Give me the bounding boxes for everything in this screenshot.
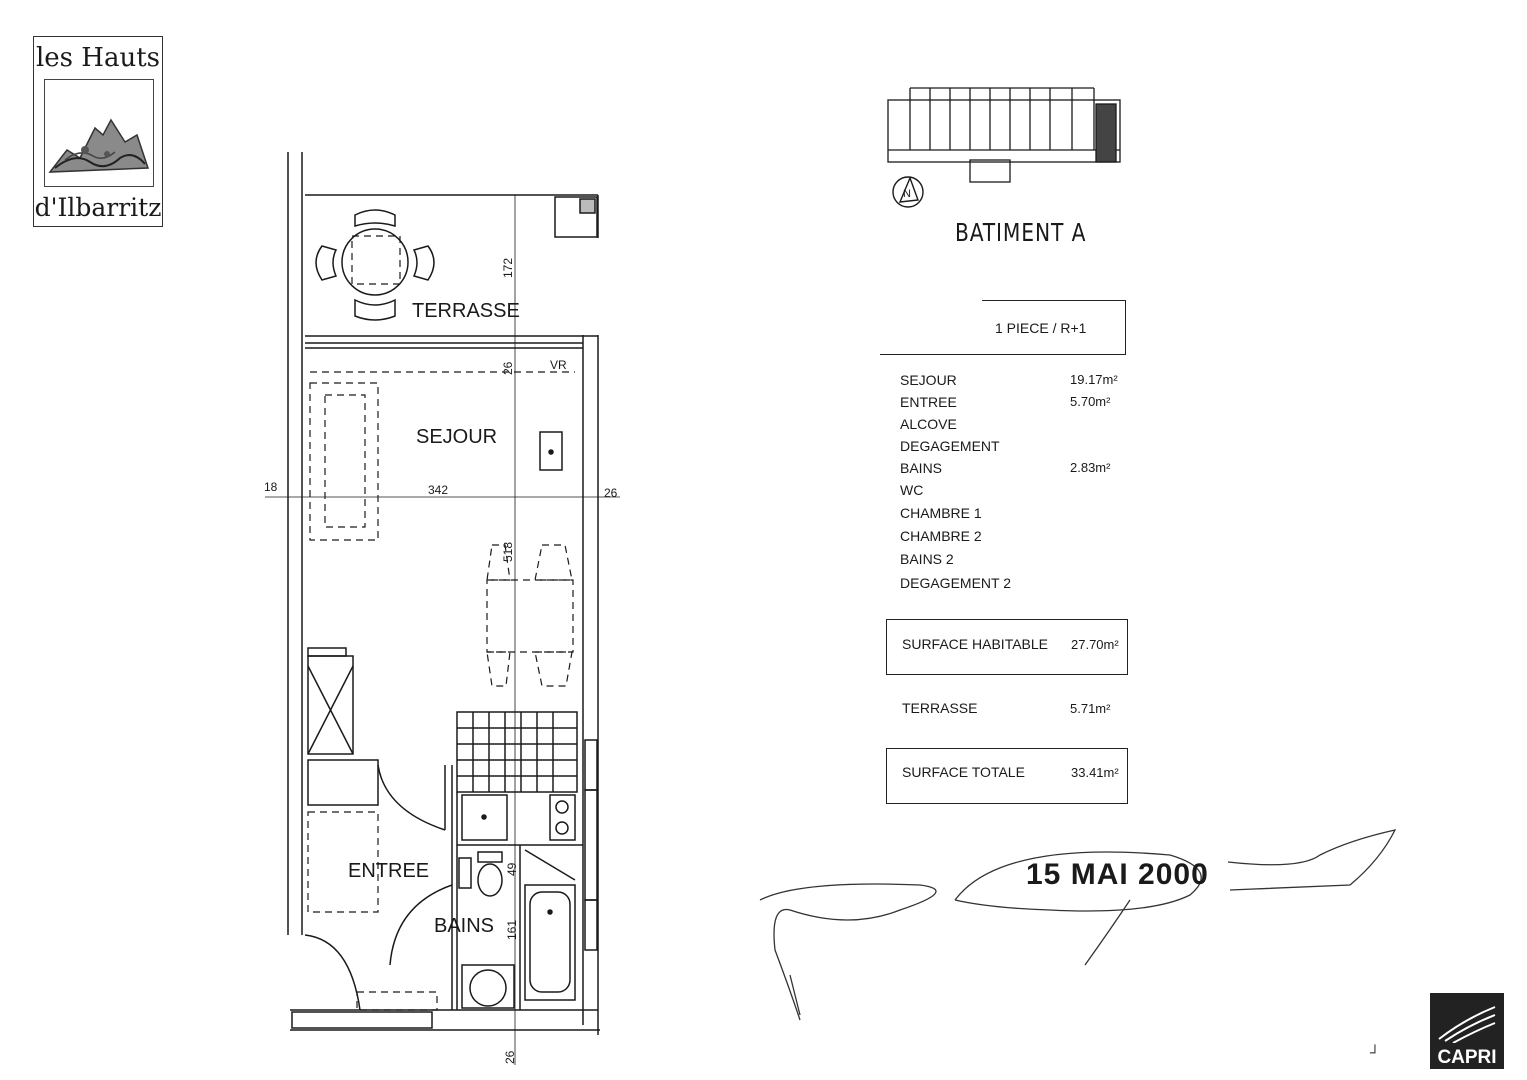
- habitable-surface-label: SURFACE HABITABLE: [902, 636, 1049, 652]
- building-title: BATIMENT A: [955, 218, 1087, 247]
- dim-342: 342: [428, 483, 448, 497]
- capri-logo: CAPRI: [1430, 993, 1504, 1069]
- logo-line-2: d'Ilbarritz: [34, 193, 162, 222]
- signature: [759, 829, 1397, 1021]
- terrace-value: 5.71m²: [1070, 701, 1111, 716]
- room-label-bains: BAINS: [434, 915, 494, 937]
- dim-172: 172: [501, 258, 515, 278]
- habitable-surface-value: 27.70m²: [1071, 637, 1119, 652]
- unit-box-top: [982, 300, 1126, 301]
- dim-26-top: 26: [501, 361, 515, 375]
- corner-mark: ┘: [1370, 1044, 1380, 1060]
- unit-type-box: [880, 301, 1126, 355]
- capri-label: CAPRI: [1437, 1047, 1497, 1068]
- dim-26-bottom: 26: [503, 1050, 517, 1064]
- habitable-surface-box: SURFACE HABITABLE 27.70m²: [886, 619, 1128, 675]
- dim-161: 161: [505, 920, 519, 940]
- date-stamp: 15 MAI 2000: [1026, 858, 1209, 891]
- label-vr: VR: [550, 358, 567, 372]
- total-surface-label: SURFACE TOTALE: [902, 764, 1025, 780]
- unit-type: 1 PIECE / R+1: [995, 320, 1087, 336]
- room-label-entree: ENTREE: [348, 860, 429, 882]
- compass-label: N: [903, 188, 911, 200]
- room-label-terrasse: TERRASSE: [412, 300, 520, 322]
- building-key-plan: [887, 87, 1121, 183]
- mountain-icon: [44, 79, 154, 187]
- capri-swoosh-icon: [1438, 1006, 1496, 1043]
- terrace-label: TERRASSE: [902, 700, 978, 716]
- total-surface-box: SURFACE TOTALE 33.41m²: [886, 748, 1128, 804]
- logo-line-1: les Hauts: [35, 43, 161, 73]
- dim-18: 18: [264, 480, 278, 494]
- dim-26-right: 26: [604, 486, 618, 500]
- dim-518: 518: [501, 542, 515, 562]
- dim-49: 49: [505, 862, 519, 876]
- compass-icon: [892, 176, 924, 208]
- total-surface-value: 33.41m²: [1071, 765, 1119, 780]
- room-label-sejour: SEJOUR: [416, 426, 497, 448]
- brand-logo: les Hauts d'Ilbarritz: [33, 36, 163, 227]
